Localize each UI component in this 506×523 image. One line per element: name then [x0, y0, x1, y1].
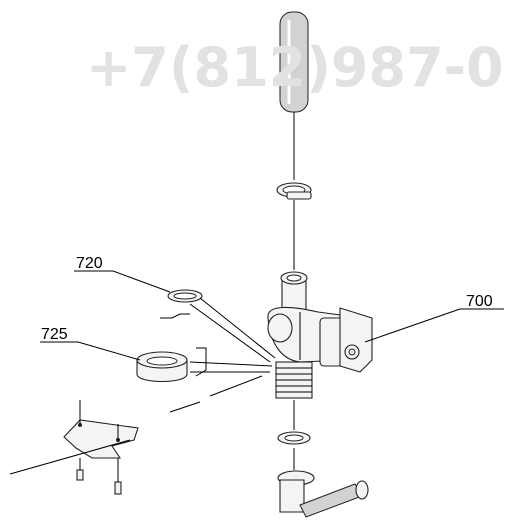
callout-725: 725: [41, 326, 68, 343]
reference-line: [169, 401, 201, 413]
leader-line: [189, 361, 273, 367]
callout-720: 720: [76, 255, 103, 272]
inlet-hose: [279, 11, 309, 113]
leader-line: [199, 297, 276, 359]
screw: [76, 458, 84, 481]
leader-line: [77, 341, 141, 361]
callout-700: 700: [466, 293, 493, 310]
cup-seal-725: [136, 351, 188, 382]
bracket-mark: [195, 347, 207, 377]
mounting-bracket: [63, 400, 139, 459]
leader-line: [189, 303, 271, 363]
screw: [114, 458, 122, 495]
threaded-outlet: [275, 361, 313, 399]
reference-line: [9, 439, 131, 475]
hose-clamp: [276, 182, 312, 200]
leader-line: [112, 270, 171, 293]
bracket-mark: [160, 313, 190, 319]
reference-line: [209, 375, 263, 397]
lower-gasket: [277, 431, 311, 445]
gasket-720: [167, 289, 203, 303]
outlet-elbow: [277, 470, 369, 518]
leader-line: [364, 308, 461, 343]
watermark-phone: +7(812)987-08: [86, 36, 506, 99]
solenoid-valve: [267, 306, 373, 373]
